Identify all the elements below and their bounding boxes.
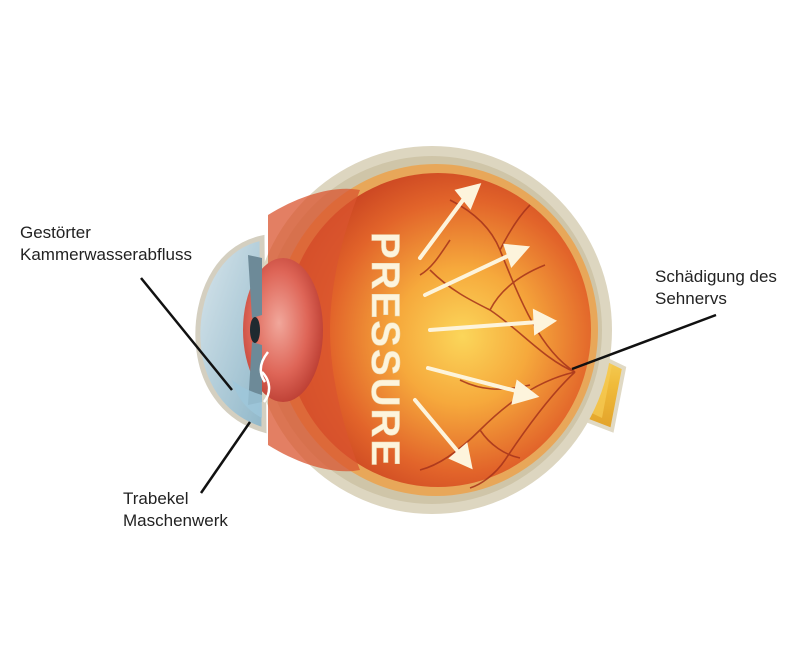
leader-line-trabecular — [199, 421, 252, 494]
iris — [248, 255, 262, 318]
pressure-arrows — [413, 183, 558, 470]
leader-line-outflow — [140, 277, 233, 391]
label-trabecular-line-2: Maschenwerk — [123, 511, 228, 530]
aqueous-flow-arrows — [259, 351, 271, 403]
leader-lines — [140, 277, 717, 494]
label-optic-nerve-line-1: Schädigung des — [655, 267, 777, 286]
pressure-text: PRESSURE — [363, 232, 407, 468]
cornea — [195, 234, 267, 434]
label-outflow-line-1: Gestörter — [20, 223, 91, 242]
retinal-vessels — [419, 199, 576, 489]
label-outflow-disturbed: Gestörter Kammerwasserabfluss — [20, 222, 192, 266]
label-optic-nerve-damage: Schädigung des Sehnervs — [655, 266, 777, 310]
label-outflow-line-2: Kammerwasserabfluss — [20, 245, 192, 264]
leader-line-optic-nerve — [571, 313, 717, 371]
label-trabecular-meshwork: Trabekel Maschenwerk — [123, 488, 228, 532]
label-optic-nerve-line-2: Sehnervs — [655, 289, 727, 308]
lens — [243, 258, 323, 402]
label-trabecular-line-1: Trabekel — [123, 489, 189, 508]
pupil — [250, 317, 260, 343]
